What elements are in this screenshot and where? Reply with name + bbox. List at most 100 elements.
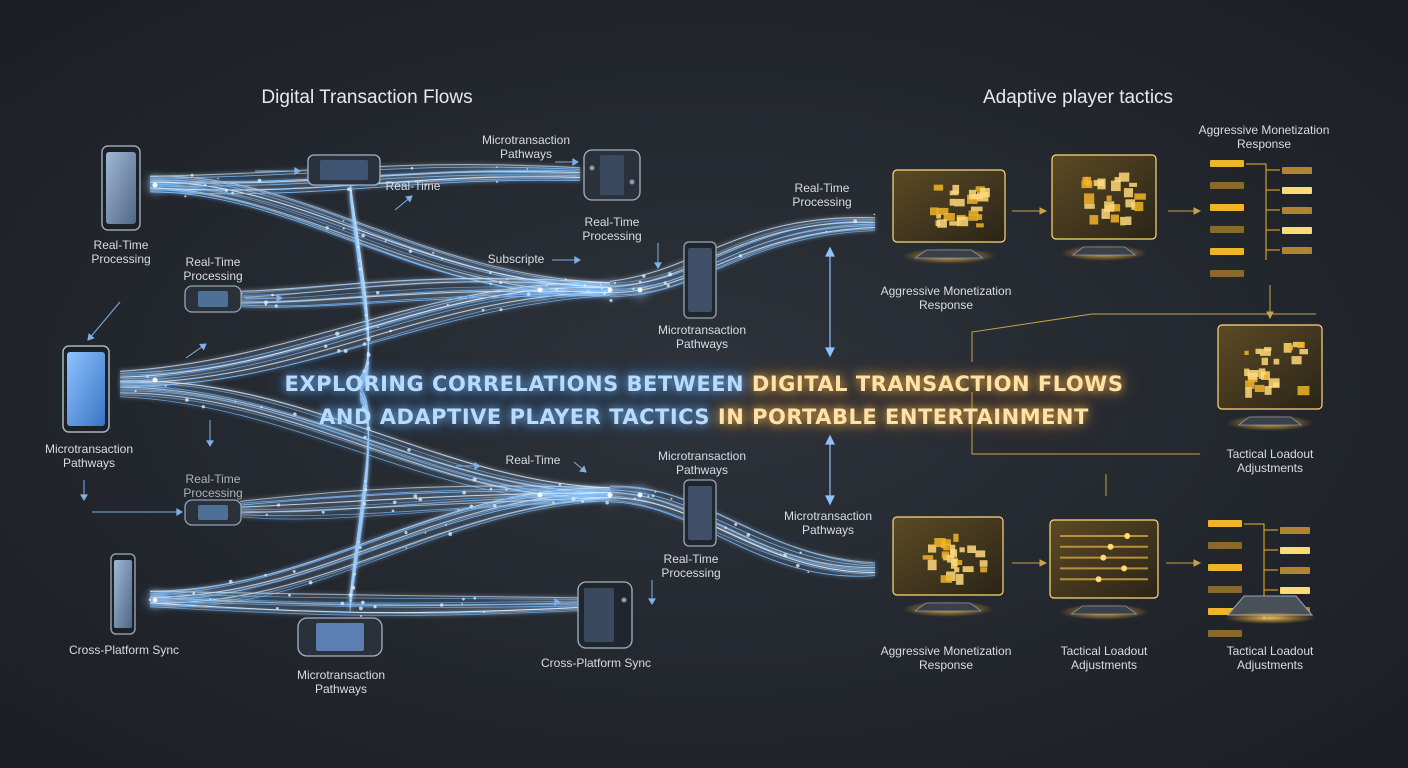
flow-particle: [366, 422, 369, 425]
arrow-to-console-head: [294, 167, 301, 175]
monitor-tac-mid-tile: [1245, 380, 1255, 389]
monitor-agg-bottom-stand: [913, 602, 983, 612]
flow-particle: [408, 249, 413, 254]
monitor-tac-mid-tile: [1263, 347, 1272, 352]
label-micro-top-line1: Microtransaction: [481, 133, 571, 147]
flow-particle: [445, 524, 447, 527]
flow-strand: [349, 181, 370, 379]
flow-particle: [424, 183, 428, 186]
monitor-tac-bottom-stand: [1070, 605, 1138, 615]
flow-particle: [203, 183, 207, 187]
flow-particle: [462, 597, 465, 601]
flow-particle: [274, 304, 278, 308]
monitor-agg-bottom-tile: [941, 539, 951, 546]
monitor-agg-top-tile: [977, 214, 983, 220]
flow-strand: [609, 226, 876, 294]
flow-node: [152, 377, 158, 383]
flow-particle: [263, 300, 269, 305]
flow-particle: [373, 605, 377, 609]
switch-top-right: [583, 149, 641, 201]
monitor-agg-bottom-tile: [959, 547, 965, 553]
monitor-agg-bottom-tile: [980, 567, 988, 573]
flow-particle: [432, 251, 435, 254]
phone-bottom-left: [110, 553, 136, 635]
flow-particle: [361, 406, 366, 411]
flow-particle: [413, 494, 418, 498]
flow-particle: [461, 603, 464, 605]
flow-particle: [217, 177, 219, 180]
flow-particle: [724, 526, 727, 529]
monitor-agg-bottom-tile: [940, 575, 953, 583]
flow-strand: [149, 594, 581, 604]
flow-particle: [734, 522, 738, 526]
arrow-subscript-head: [574, 256, 581, 264]
monitor-agg-bottom-tile: [967, 545, 976, 553]
label-agg-topright-line2: Response: [1236, 137, 1292, 151]
label-rt-lower: Real-Time: [505, 453, 561, 467]
phone-top-left: [101, 145, 141, 231]
title-line-2-gold: IN PORTABLE ENTERTAINMENT: [717, 405, 1089, 429]
monitor-top-center-stand: [1071, 246, 1137, 256]
arrow-to-phone-mid-head: [87, 333, 95, 341]
monitor-top-center-tile: [1104, 201, 1115, 212]
monitor-top-center-tile: [1129, 182, 1137, 187]
label-agg-bottom-line2: Response: [918, 658, 974, 672]
gold-connectors: [971, 207, 1316, 567]
flow-particle: [392, 500, 397, 505]
flow-particle: [462, 490, 467, 495]
flow-strand: [149, 598, 581, 605]
flow-particle: [469, 504, 474, 509]
monitor-top-center-tile: [1134, 193, 1146, 200]
tree-top-right-node: [1210, 160, 1244, 167]
arrow-down-phone-head: [654, 262, 662, 269]
tree-top-right-node: [1210, 204, 1244, 211]
flow-particle: [264, 573, 267, 577]
monitor-agg-bottom-tile: [943, 543, 950, 551]
flow-particle: [357, 259, 360, 262]
flow-particle: [481, 308, 485, 312]
flow-particle: [670, 497, 673, 500]
flow-particle: [364, 480, 367, 483]
tree-top-right-leaf: [1282, 247, 1312, 254]
monitor-agg-top-tile: [968, 189, 976, 200]
tree-top-right-leaf: [1282, 187, 1312, 194]
label-tac-mid-line1: Tactical Loadout: [1226, 447, 1314, 461]
flow-particle: [364, 488, 368, 492]
flow-particle: [506, 278, 509, 281]
flow-particle: [779, 553, 782, 556]
flow-particle: [389, 329, 392, 333]
arrow-handheld-right-head: [276, 294, 283, 302]
flow-particle: [342, 219, 345, 222]
label-micro-lower-line2: Pathways: [675, 463, 729, 477]
monitor-agg-bottom: [892, 516, 1004, 617]
monitor-agg-top-tile: [943, 213, 955, 221]
label-micro-lower-line1: Microtransaction: [657, 449, 747, 463]
monitor-agg-top-tile: [976, 223, 984, 228]
arrow-to-switch-head: [572, 158, 579, 166]
tree-bottom-right-leaf: [1280, 567, 1310, 574]
label-rt-lower2-line1: Real-Time: [663, 552, 719, 566]
flow-particle: [360, 600, 365, 605]
monitor-tac-mid-tile: [1247, 372, 1258, 380]
panel-bottom-right-glow: [1224, 612, 1316, 624]
flow-particle: [489, 487, 493, 491]
tree-top-right: [1210, 160, 1312, 277]
monitor-top-center-tile: [1120, 216, 1126, 226]
monitor-agg-bottom-tile: [975, 550, 986, 558]
label-handheld-top-line1: Real-Time: [185, 255, 241, 269]
monitor-agg-top: [892, 169, 1006, 264]
tree-bottom-right-node: [1208, 520, 1242, 527]
switch-bottom-center: [577, 581, 633, 649]
flow-strand: [349, 187, 370, 384]
flow-particle: [555, 287, 558, 291]
monitor-top-center-tile: [1123, 188, 1133, 198]
monitor-top-center-tile: [1089, 215, 1099, 225]
flow-particle: [457, 509, 460, 512]
flow-particle: [493, 504, 497, 508]
